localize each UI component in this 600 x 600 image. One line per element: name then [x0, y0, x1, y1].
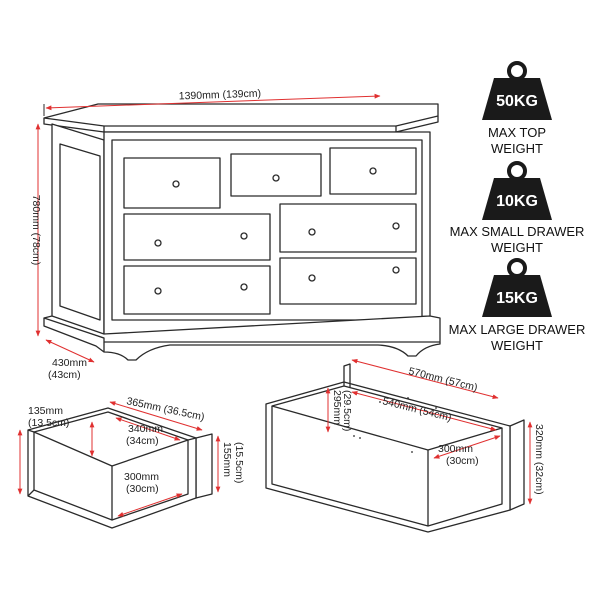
dresser-dimensions: 1390mm (139cm) 780mm (78cm) 430mm (43cm)	[30, 88, 381, 381]
weight-badge-small-drawer: 10KG MAX SMALL DRAWER WEIGHT	[450, 161, 585, 255]
large-front-height-label: 320mm (32cm)	[533, 424, 545, 495]
screw-hole	[379, 401, 381, 403]
large-width-inner-line	[351, 391, 497, 431]
knob	[308, 228, 316, 236]
large-drawer-front	[509, 419, 525, 511]
knob	[172, 180, 180, 188]
height-label: 780mm (78cm)	[30, 195, 42, 266]
weight-value: 15KG	[496, 290, 538, 307]
knob	[392, 266, 400, 274]
small-depth-inner-label-2: (30cm)	[126, 483, 159, 495]
depth-dimension-line	[45, 339, 95, 363]
large-width-outer-label: 570mm (57cm)	[407, 365, 478, 394]
large-drawer-drawing	[265, 363, 525, 533]
small-depth-inner-label-1: 300mm	[124, 471, 159, 483]
dresser-plinth-side	[43, 318, 105, 353]
drawer-middle-left	[123, 213, 271, 261]
weight-caption-line-2: WEIGHT	[491, 240, 543, 255]
weight-caption-line-2: WEIGHT	[491, 338, 543, 353]
depth-label-line-2: (43cm)	[48, 369, 81, 381]
weight-handle-icon	[507, 161, 527, 181]
small-width-inner-label-2: (34cm)	[126, 435, 159, 447]
weight-value: 10KG	[496, 193, 538, 210]
width-dimension-line	[45, 93, 381, 111]
small-depth-inner-line	[117, 493, 183, 517]
weight-value: 50KG	[496, 93, 538, 110]
small-drawer-rim	[27, 429, 197, 497]
knob	[369, 167, 377, 175]
drawer-bottom-left	[123, 265, 271, 315]
weight-handle-icon	[507, 258, 527, 278]
width-label: 1390mm (139cm)	[179, 88, 262, 103]
dresser-plinth-skirt	[103, 342, 441, 361]
dresser-drawing	[43, 103, 441, 361]
dresser-top-front	[103, 126, 397, 132]
dresser-top	[43, 103, 439, 127]
kettlebell-weight-icon	[482, 178, 552, 220]
large-depth-inner-label-2: (30cm)	[446, 455, 479, 467]
drawer-top-left	[123, 157, 221, 209]
large-inner-height-label-2: (29.5cm)	[341, 390, 353, 431]
large-drawer-inner-wall	[271, 406, 429, 527]
knob	[154, 239, 162, 247]
small-front-height-label-1: 155mm	[221, 442, 233, 477]
weight-badge-top: 50KG MAX TOP WEIGHT	[482, 61, 552, 156]
weight-handle-icon	[507, 61, 527, 81]
small-width-outer-line	[109, 401, 203, 431]
drawer-knobs	[154, 167, 400, 295]
knob	[240, 232, 248, 240]
drawer-bottom-right	[279, 257, 417, 305]
small-height-outer-label-1: 135mm	[28, 405, 63, 417]
weight-caption-line-2: WEIGHT	[491, 141, 543, 156]
knob	[154, 287, 162, 295]
small-front-height-label-2: (15.5cm)	[233, 442, 245, 483]
knob	[240, 283, 248, 291]
knob	[392, 222, 400, 230]
screw-hole	[353, 435, 355, 437]
kettlebell-weight-icon	[482, 78, 552, 120]
large-depth-inner-line	[433, 435, 501, 459]
small-width-inner-label-1: 340mm	[128, 423, 163, 435]
large-drawer-back-panel	[343, 363, 351, 388]
weight-caption-line-1: MAX TOP	[488, 125, 546, 140]
weight-caption-line-1: MAX LARGE DRAWER	[449, 322, 586, 337]
screw-hole	[359, 437, 361, 439]
small-width-inner-line	[115, 417, 181, 441]
large-depth-inner-label-1: 300mm	[438, 443, 473, 455]
knob	[308, 274, 316, 282]
large-drawer-inner-side	[427, 428, 503, 527]
dresser-side-inset	[59, 143, 101, 321]
knob	[272, 174, 280, 182]
kettlebell-weight-icon	[482, 275, 552, 317]
screw-hole	[411, 451, 413, 453]
large-inner-height-label-1: 295mm	[331, 390, 343, 425]
dresser-plinth	[43, 315, 441, 343]
small-height-outer-label-2: (13.5cm)	[28, 417, 69, 429]
weight-badge-large-drawer: 15KG MAX LARGE DRAWER WEIGHT	[449, 258, 586, 353]
depth-label-line-1: 430mm	[52, 357, 87, 369]
small-drawer-inner-wall	[33, 432, 113, 521]
small-drawer-front	[195, 433, 213, 499]
weight-caption-line-1: MAX SMALL DRAWER	[450, 224, 585, 239]
screw-hole	[407, 397, 409, 399]
